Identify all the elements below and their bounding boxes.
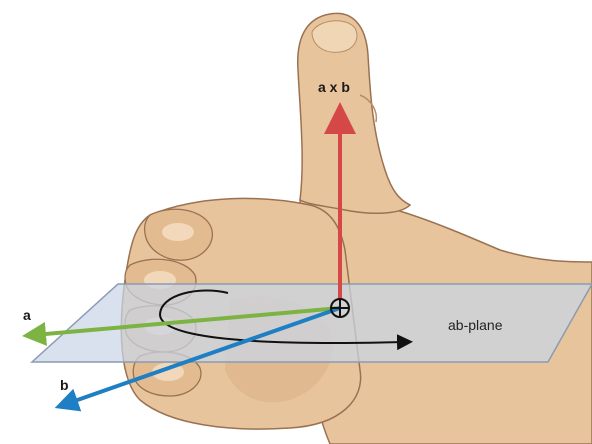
label-axb: a x b — [318, 79, 350, 95]
ab-plane — [32, 284, 592, 362]
hand-illustration — [121, 13, 592, 444]
label-ab-plane: ab-plane — [448, 317, 503, 333]
label-b: b — [60, 377, 69, 393]
circle-plus-icon — [331, 299, 349, 317]
label-a: a — [23, 307, 31, 323]
